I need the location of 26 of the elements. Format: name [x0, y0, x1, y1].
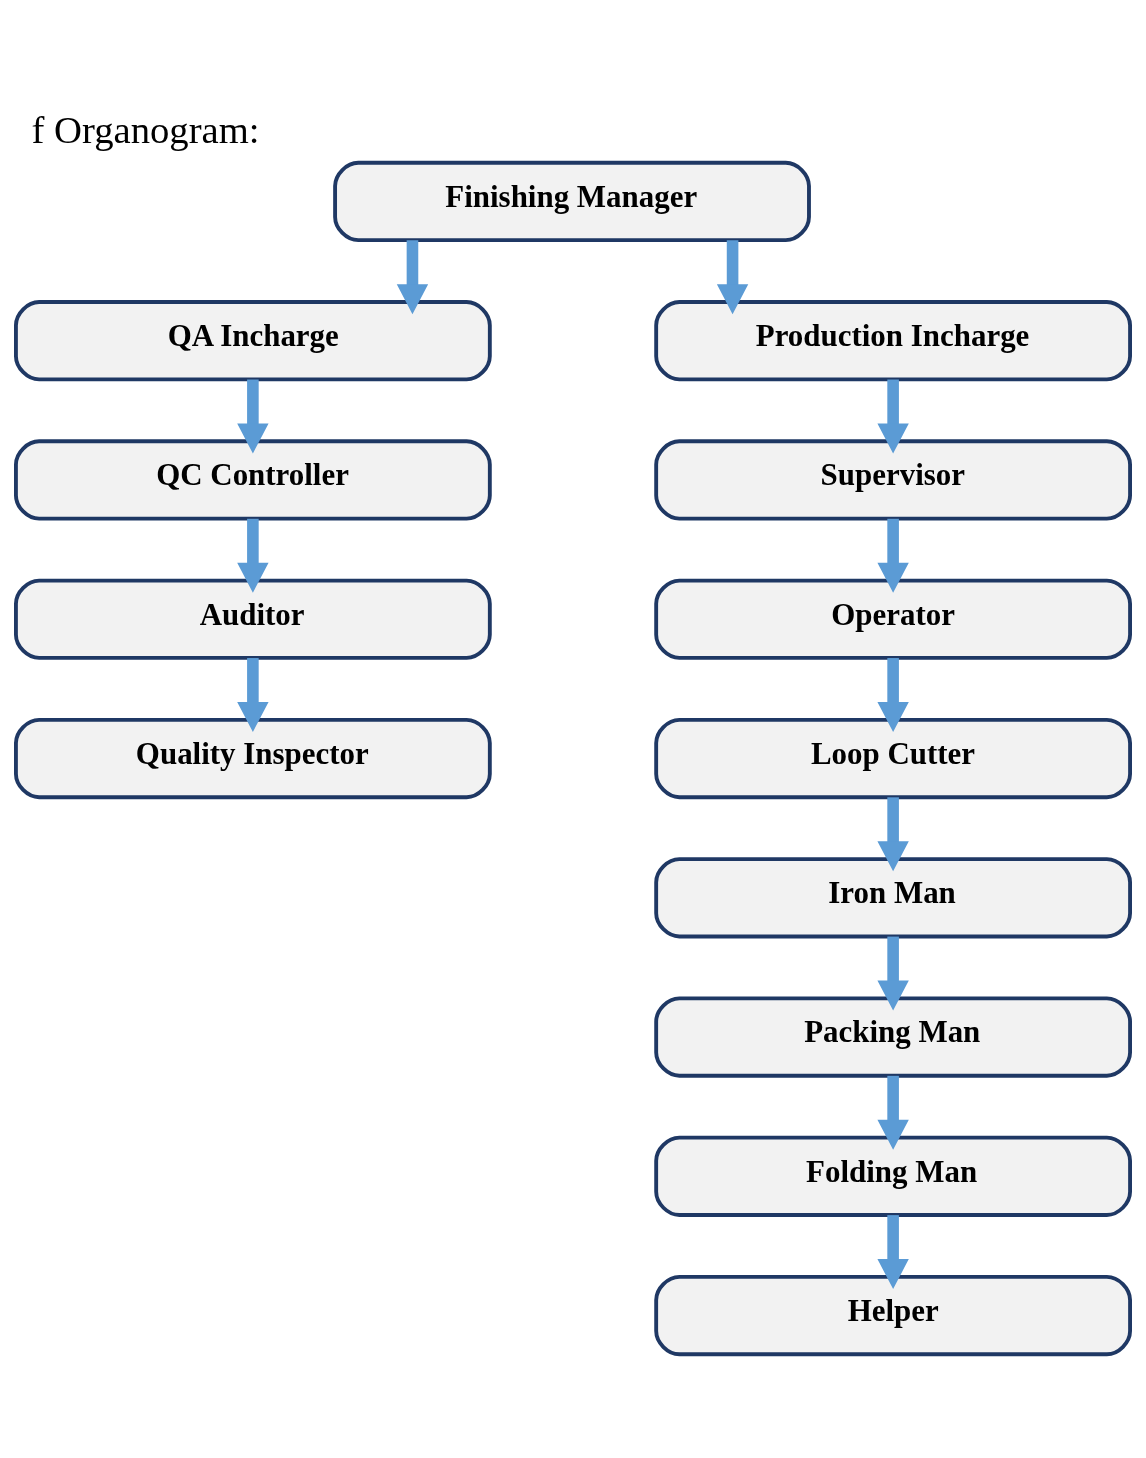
arrow	[877, 1214, 909, 1289]
node-box: Iron Man	[654, 856, 1132, 938]
node-box: Quality Inspector	[14, 717, 492, 799]
arrow	[716, 239, 749, 314]
node-box: Finishing Manager	[333, 160, 811, 242]
node-box: QA Incharge	[14, 299, 492, 381]
arrow	[396, 239, 429, 314]
node-box: Folding Man	[654, 1135, 1132, 1217]
arrow	[237, 518, 269, 593]
diagram-title: f Organogram:	[31, 108, 260, 151]
node-box: Packing Man	[654, 995, 1132, 1078]
node-box: Loop Cutter	[654, 717, 1132, 799]
arrow	[877, 657, 909, 732]
arrow	[877, 379, 909, 453]
node-box: Helper	[654, 1274, 1132, 1356]
node-box: Production Incharge	[654, 299, 1132, 381]
node-box: Operator	[654, 578, 1132, 660]
node-box: QC Controller	[14, 438, 492, 521]
node-box: Supervisor	[654, 438, 1132, 521]
node-box: Auditor	[14, 578, 492, 660]
arrow	[877, 518, 909, 593]
arrow	[237, 379, 269, 453]
arrow	[877, 796, 909, 871]
arrow	[237, 657, 269, 732]
arrow	[877, 936, 909, 1010]
arrow	[877, 1075, 909, 1150]
